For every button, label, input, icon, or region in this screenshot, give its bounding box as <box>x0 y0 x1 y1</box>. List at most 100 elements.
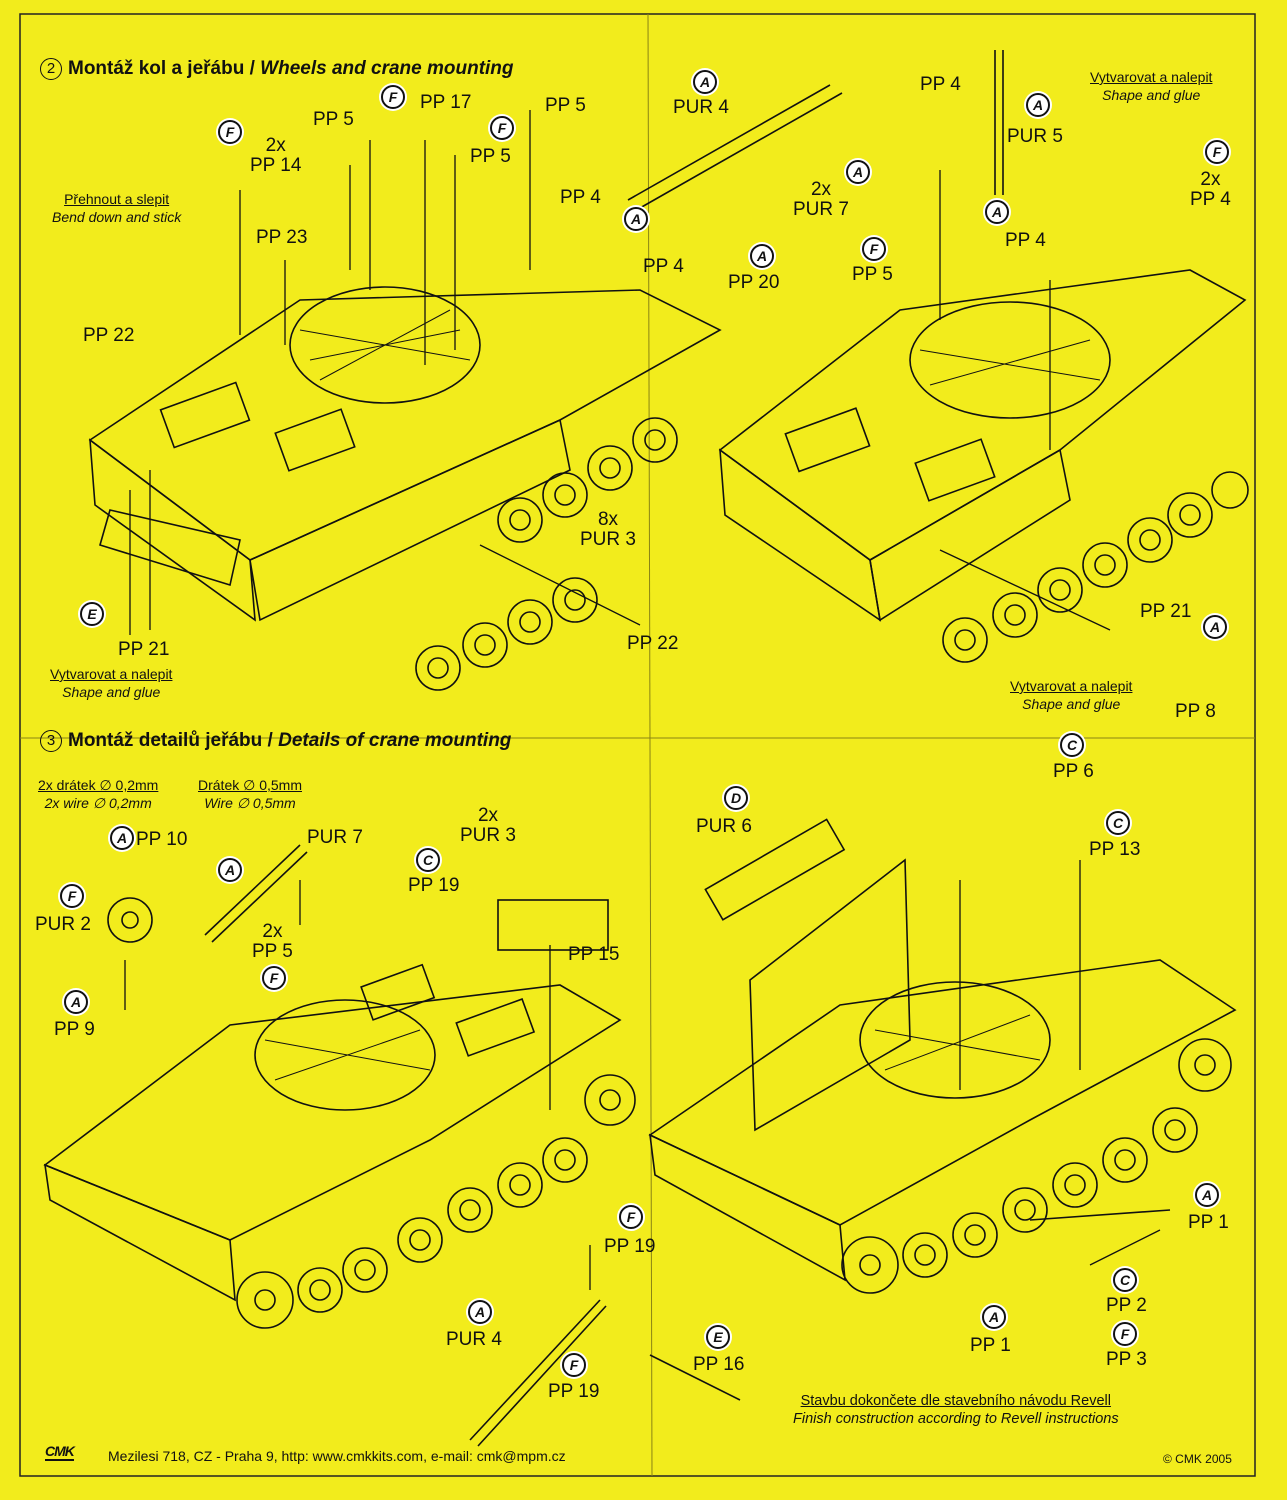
part-label-pp23: PP 23 <box>256 227 308 248</box>
footer-copyright: © CMK 2005 <box>1163 1452 1232 1466</box>
part-label-pp6: PP 6 <box>1053 761 1094 782</box>
fret-badge-a: A <box>624 207 648 231</box>
note-shape-en: Shape and glue <box>1022 696 1121 712</box>
tank-drawing-bottom-left <box>43 844 636 1447</box>
part-label-pp4: PP 4 <box>920 74 961 95</box>
note-bend-cz: Přehnout a slepit <box>64 191 170 207</box>
note-bend-en: Bend down and stick <box>52 209 182 225</box>
fret-badge-f: F <box>1113 1322 1137 1346</box>
note-finish-en: Finish construction according to Revell … <box>793 1411 1119 1427</box>
fret-badge-c: C <box>416 848 440 872</box>
fret-badge-f: F <box>490 116 514 140</box>
fret-badge-a: A <box>1026 93 1050 117</box>
fret-badge-e: E <box>706 1325 730 1349</box>
fret-badge-a: A <box>468 1300 492 1324</box>
part-label-pp20: PP 20 <box>728 272 780 293</box>
part-label-pur7: PUR 7 <box>307 827 363 848</box>
fret-badge-a: A <box>1203 615 1227 639</box>
part-label-pp2: PP 2 <box>1106 1295 1147 1316</box>
part-label-pur5: PUR 5 <box>1007 126 1063 147</box>
note-shape-en: Shape and glue <box>1102 87 1201 103</box>
note-bend-and-stick: Přehnout a slepit Bend down and stick <box>52 190 181 226</box>
fret-badge-a: A <box>693 70 717 94</box>
part-label-pp5: PP 5 <box>470 146 511 167</box>
cmk-logo: CMK <box>45 1443 75 1461</box>
part-label-pp4: PP 4 <box>643 256 684 277</box>
part-label-pp5: PP 5 <box>313 109 354 130</box>
part-label-pur3: 8x PUR 3 <box>580 509 636 550</box>
part-label-pur3-2x: 2x PUR 3 <box>460 805 516 846</box>
part-label-pp15: PP 15 <box>568 944 620 965</box>
section-2-number: 2 <box>40 58 62 80</box>
part-label-pp5: PP 5 <box>852 264 893 285</box>
fret-badge-a: A <box>110 826 134 850</box>
part-label-pp17: PP 17 <box>420 92 472 113</box>
tank-drawing-top-left <box>88 286 722 691</box>
fret-badge-a: A <box>846 160 870 184</box>
note-wire05-cz: Drátek ∅ 0,5mm <box>198 777 302 793</box>
part-label-pp4-2x: 2x PP 4 <box>1190 169 1231 210</box>
section-3-number: 3 <box>40 730 62 752</box>
note-shape-cz: Vytvarovat a nalepit <box>50 666 173 682</box>
note-shape-cz: Vytvarovat a nalepit <box>1010 678 1133 694</box>
note-shape-glue-top-right: Vytvarovat a nalepit Shape and glue <box>1090 68 1212 104</box>
part-label-pp19: PP 19 <box>408 875 460 896</box>
part-label-pp21: PP 21 <box>118 639 170 660</box>
part-label-pp8: PP 8 <box>1175 701 1216 722</box>
footer-address: Mezilesi 718, CZ - Praha 9, http: www.cm… <box>108 1448 566 1464</box>
part-label-pur7: 2x PUR 7 <box>793 179 849 220</box>
fret-badge-f: F <box>1205 140 1229 164</box>
fret-badge-f: F <box>262 966 286 990</box>
fret-badge-a: A <box>985 200 1009 224</box>
part-label-pp4: PP 4 <box>560 187 601 208</box>
note-shape-en: Shape and glue <box>62 684 161 700</box>
part-label-pp5-2x: 2x PP 5 <box>252 921 293 962</box>
part-label-pur4: PUR 4 <box>446 1329 502 1350</box>
part-label-pp21: PP 21 <box>1140 601 1192 622</box>
part-label-pp14: 2x PP 14 <box>250 135 302 176</box>
note-finish-cz: Stavbu dokončete dle stavebního návodu R… <box>800 1393 1111 1409</box>
part-label-pur2: PUR 2 <box>35 914 91 935</box>
section-3-title-cz: Montáž detailů jeřábu / <box>68 730 273 751</box>
fret-badge-a: A <box>1195 1183 1219 1207</box>
part-label-pp22: PP 22 <box>627 633 679 654</box>
part-label-pur6: PUR 6 <box>696 816 752 837</box>
part-label-pp10: PP 10 <box>136 829 188 850</box>
section-2-title-en: Wheels and crane mounting <box>260 58 514 79</box>
part-label-pp9: PP 9 <box>54 1019 95 1040</box>
fret-badge-f: F <box>562 1353 586 1377</box>
fret-badge-c: C <box>1106 811 1130 835</box>
part-label-pp5: PP 5 <box>545 95 586 116</box>
fret-badge-a: A <box>64 990 88 1014</box>
section-2-title: 2 Montáž kol a jeřábu / Wheels and crane … <box>40 58 514 80</box>
fret-badge-a: A <box>750 244 774 268</box>
note-wire02-cz: 2x drátek ∅ 0,2mm <box>38 777 159 793</box>
tank-drawing-bottom-right <box>648 818 1237 1401</box>
section-2-title-cz: Montáž kol a jeřábu / <box>68 58 255 79</box>
part-label-pp16: PP 16 <box>693 1354 745 1375</box>
fret-badge-c: C <box>1060 733 1084 757</box>
section-3-title: 3 Montáž detailů jeřábu / Details of cran… <box>40 730 511 752</box>
section-3-title-en: Details of crane mounting <box>278 730 512 751</box>
tank-drawing-top-right <box>627 50 1249 663</box>
part-label-pp1: PP 1 <box>1188 1212 1229 1233</box>
part-label-pp22: PP 22 <box>83 325 135 346</box>
part-label-pp13: PP 13 <box>1089 839 1141 860</box>
fret-badge-a: A <box>218 858 242 882</box>
note-wire02-en: 2x wire ∅ 0,2mm <box>44 795 152 811</box>
part-label-pp3: PP 3 <box>1106 1349 1147 1370</box>
fret-badge-a: A <box>982 1305 1006 1329</box>
part-label-pp19: PP 19 <box>548 1381 600 1402</box>
fret-badge-f: F <box>619 1205 643 1229</box>
fret-badge-f: F <box>60 884 84 908</box>
fret-badge-f: F <box>862 237 886 261</box>
note-wire-02: 2x drátek ∅ 0,2mm 2x wire ∅ 0,2mm <box>38 776 158 812</box>
note-wire05-en: Wire ∅ 0,5mm <box>204 795 296 811</box>
part-label-pur4: PUR 4 <box>673 97 729 118</box>
part-label-pp4: PP 4 <box>1005 230 1046 251</box>
fret-badge-f: F <box>381 85 405 109</box>
note-shape-glue-right: Vytvarovat a nalepit Shape and glue <box>1010 677 1132 713</box>
fret-badge-d: D <box>724 786 748 810</box>
